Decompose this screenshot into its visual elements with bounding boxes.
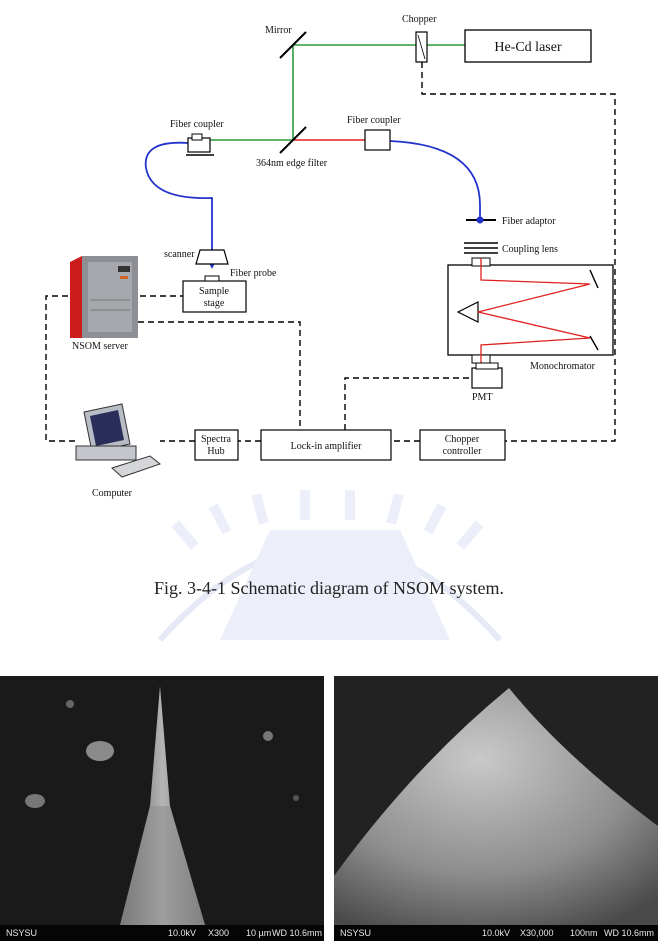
label-scanner: scanner: [164, 249, 195, 260]
label-pmt: PMT: [472, 392, 493, 403]
sem-working-distance: WD 10.6mm: [272, 928, 322, 938]
label-chopper: Chopper: [402, 14, 437, 25]
label-nsom-server: NSOM server: [72, 341, 128, 352]
label-spectra-hub-1: Spectra: [201, 434, 232, 445]
label-chopper-ctrl-1: Chopper: [445, 434, 480, 445]
sem-working-distance: WD 10.6mm: [604, 928, 654, 938]
sem-label: NSYSU: [6, 928, 37, 938]
monochromator: [448, 258, 613, 365]
label-fiber-probe: Fiber probe: [230, 268, 277, 279]
sem-voltage: 10.0kV: [168, 928, 196, 938]
sem-image-low-mag: NSYSU 10.0kV X300 10 µm WD 10.6mm: [0, 676, 324, 941]
label-fiber-coupler-left: Fiber coupler: [170, 119, 224, 130]
sem-voltage: 10.0kV: [482, 928, 510, 938]
label-spectra-hub-2: Hub: [207, 446, 224, 457]
computer-icon: [76, 404, 160, 477]
sem-info-bar-right: NSYSU 10.0kV X30,000 100nm WD 10.6mm: [334, 925, 658, 941]
sem-image-high-mag: NSYSU 10.0kV X30,000 100nm WD 10.6mm: [334, 676, 658, 941]
sem-magnification: X30,000: [520, 928, 554, 938]
scanner: [196, 250, 228, 264]
label-edge-filter: 364nm edge filter: [256, 158, 328, 169]
nsom-server-icon: [70, 256, 138, 338]
fiber-coupler-left: [186, 134, 214, 155]
fiber-coupler-right: [365, 130, 390, 150]
figure-caption: Fig. 3-4-1 Schematic diagram of NSOM sys…: [0, 578, 658, 599]
label-mirror: Mirror: [265, 25, 292, 36]
pmt: [472, 363, 502, 388]
fiber-tip-micrograph-high: [334, 676, 658, 925]
label-chopper-ctrl-2: controller: [443, 446, 483, 457]
label-sample-stage-1: Sample: [199, 286, 230, 297]
label-fiber-coupler-right: Fiber coupler: [347, 115, 401, 126]
label-lockin: Lock-in amplifier: [291, 441, 362, 452]
label-sample-stage-2: stage: [204, 298, 225, 309]
coupling-lens: [464, 243, 498, 253]
label-coupling-lens: Coupling lens: [502, 244, 558, 255]
label-fiber-adaptor: Fiber adaptor: [502, 216, 556, 227]
label-laser: He-Cd laser: [494, 40, 562, 55]
sem-info-bar-left: NSYSU 10.0kV X300 10 µm WD 10.6mm: [0, 925, 324, 941]
sem-label: NSYSU: [340, 928, 371, 938]
sem-scale: 10 µm: [246, 928, 271, 938]
label-monochromator: Monochromator: [530, 361, 596, 372]
sem-magnification: X300: [208, 928, 229, 938]
sem-scale: 100nm: [570, 928, 598, 938]
fiber-tip-micrograph-low: [0, 676, 324, 925]
